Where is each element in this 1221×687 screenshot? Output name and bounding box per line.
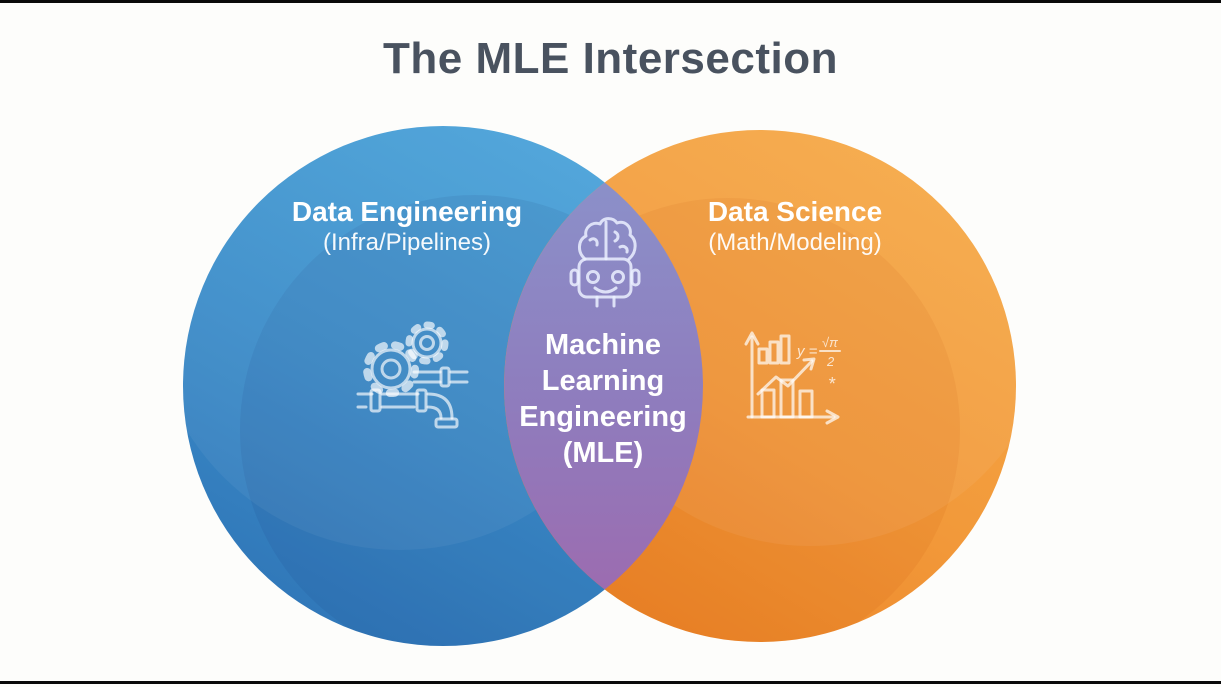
left-circle-subtitle: (Infra/Pipelines)	[322, 229, 492, 256]
analytics-chart-icon: y = √π 2 *	[744, 331, 841, 425]
left-circle-label: Data Engineering (Infra/Pipelines)	[278, 196, 536, 258]
intersection-line-1: Machine	[544, 329, 662, 361]
top-frame-bar	[0, 0, 1221, 3]
left-circle-title: Data Engineering	[291, 196, 523, 227]
right-circle-title: Data Science	[707, 196, 883, 227]
intersection-line-4: (MLE)	[562, 437, 644, 469]
intersection-lens	[504, 182, 703, 590]
right-circle-label: Data Science (Math/Modeling)	[666, 196, 924, 258]
intersection-label: Machine Learning Engineering (MLE)	[493, 327, 713, 471]
bottom-frame-bar	[0, 681, 1221, 684]
page-title: The MLE Intersection	[383, 34, 838, 83]
gears-pipeline-icon	[356, 321, 469, 429]
formula-denominator: 2	[826, 354, 835, 369]
formula-lhs: y =	[796, 343, 818, 360]
robot-brain-icon	[569, 217, 641, 308]
formula-asterisk: *	[828, 374, 836, 394]
right-circle-subtitle: (Math/Modeling)	[708, 229, 882, 256]
formula-numerator: √π	[822, 335, 838, 350]
intersection-line-3: Engineering	[519, 401, 687, 433]
intersection-line-2: Learning	[541, 365, 665, 397]
